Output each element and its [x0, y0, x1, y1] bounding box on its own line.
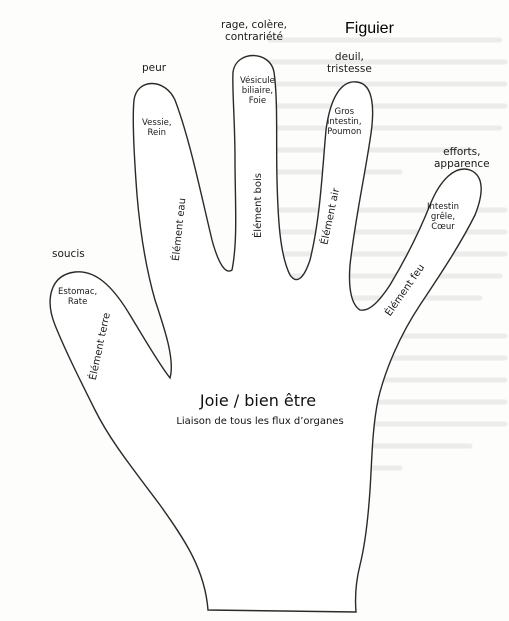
emotion-label-ring: deuil, tristesse: [327, 51, 372, 75]
element-label-middle: Élément bois: [253, 173, 264, 238]
center-heading: Joie / bien être: [168, 391, 348, 410]
emotion-label-index: peur: [142, 62, 166, 74]
hand-outline-path: [50, 56, 481, 613]
organ-label-middle: Vésicule biliaire, Foie: [240, 76, 275, 106]
center-subtitle: Liaison de tous les flux d’organes: [140, 416, 380, 427]
organ-label-pinky: Intestin grêle, Cœur: [427, 202, 459, 232]
emotion-label-pinky: efforts, apparence: [434, 146, 490, 170]
diagram-title: Figuier: [345, 20, 394, 38]
organ-label-index: Vessie, Rein: [142, 118, 172, 138]
emotion-label-thumb: soucis: [52, 248, 85, 260]
organ-label-thumb: Estomac, Rate: [58, 287, 97, 307]
organ-label-ring: Gros intestin, Poumon: [327, 107, 362, 137]
emotion-label-middle: rage, colère, contrariété: [221, 19, 287, 43]
